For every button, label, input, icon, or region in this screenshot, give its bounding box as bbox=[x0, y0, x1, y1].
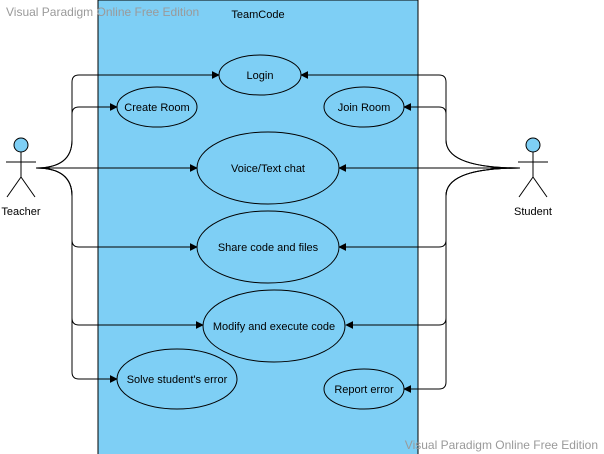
use-case-solve-student-error: Solve student's error bbox=[116, 348, 238, 410]
use-case-create-room-label: Create Room bbox=[124, 102, 189, 114]
use-case-modify-execute-code: Modify and execute code bbox=[202, 289, 346, 363]
use-case-report-error-label: Report error bbox=[334, 384, 394, 396]
teacher-head bbox=[13, 137, 29, 153]
use-case-modify-execute-code-label: Modify and execute code bbox=[213, 321, 335, 333]
use-case-join-room-label: Join Room bbox=[338, 102, 391, 114]
teacher-connectors bbox=[35, 71, 220, 383]
use-case-share-code-files-label: Share code and files bbox=[218, 242, 319, 254]
student-connectors bbox=[300, 71, 521, 393]
student-head bbox=[525, 137, 541, 153]
watermark-top: Visual Paradigm Online Free Edition bbox=[6, 5, 200, 19]
actor-teacher bbox=[6, 137, 36, 198]
use-case-join-room: Join Room bbox=[323, 86, 405, 128]
use-case-login: Login bbox=[218, 54, 302, 96]
edge-student-report-error bbox=[403, 167, 521, 393]
use-case-share-code-files: Share code and files bbox=[196, 210, 340, 284]
edge-teacher-solve-error bbox=[35, 167, 118, 383]
system-title: TeamCode bbox=[231, 9, 284, 21]
use-case-solve-student-error-label: Solve student's error bbox=[127, 374, 228, 386]
edge-teacher-create-room bbox=[35, 103, 118, 169]
use-case-voice-text-chat-label: Voice/Text chat bbox=[231, 163, 305, 175]
actor-student-label: Student bbox=[514, 206, 552, 218]
use-case-create-room: Create Room bbox=[116, 86, 198, 128]
use-case-login-label: Login bbox=[247, 70, 274, 82]
use-case-voice-text-chat: Voice/Text chat bbox=[196, 131, 340, 205]
actor-student bbox=[518, 137, 548, 198]
actor-teacher-label: Teacher bbox=[1, 206, 40, 218]
watermark-bottom: Visual Paradigm Online Free Edition bbox=[404, 438, 598, 452]
use-case-report-error: Report error bbox=[323, 368, 405, 410]
edge-student-join-room bbox=[403, 103, 521, 169]
